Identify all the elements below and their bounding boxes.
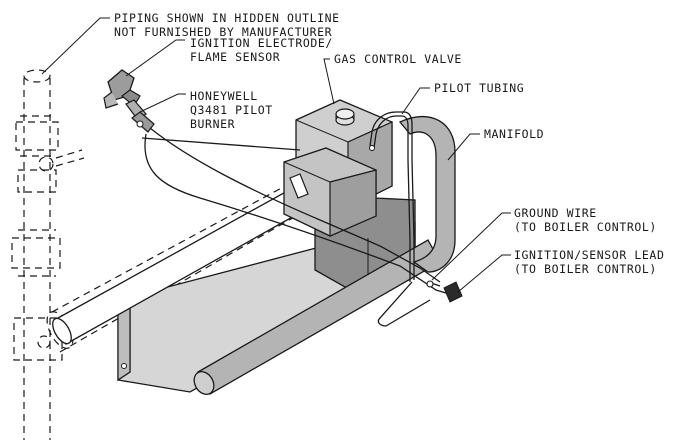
gas-control-valve xyxy=(283,99,393,237)
pilot-tubing xyxy=(369,111,431,327)
labels: PIPING SHOWN IN HIDDEN OUTLINE NOT FURNI… xyxy=(114,11,664,276)
label-gas-valve: GAS CONTROL VALVE xyxy=(334,52,462,66)
label-piping-line1: PIPING SHOWN IN HIDDEN OUTLINE xyxy=(114,11,340,25)
label-electrode-line1: IGNITION ELECTRODE/ xyxy=(190,36,333,50)
label-ground-line2: (TO BOILER CONTROL) xyxy=(514,220,657,234)
label-pilot-tubing: PILOT TUBING xyxy=(434,81,524,95)
manifold-u-bend xyxy=(398,115,456,273)
label-piping-line2: NOT FURNISHED BY MANUFACTURER xyxy=(114,25,332,39)
leader-lines xyxy=(41,17,511,293)
label-ignition-line1: IGNITION/SENSOR LEAD xyxy=(514,248,664,262)
pilot-burner xyxy=(103,69,155,133)
ignition-wires xyxy=(141,127,457,297)
label-electrode-line2: FLAME SENSOR xyxy=(190,50,280,64)
ignition-connector xyxy=(426,280,463,303)
label-ground-line1: GROUND WIRE xyxy=(514,206,597,220)
label-ignition-line2: (TO BOILER CONTROL) xyxy=(514,262,657,276)
label-pilot-line3: BURNER xyxy=(190,117,235,131)
label-pilot-line2: Q3481 PILOT xyxy=(190,103,273,117)
label-manifold: MANIFOLD xyxy=(484,127,544,141)
label-pilot-line1: HONEYWELL xyxy=(190,89,258,103)
